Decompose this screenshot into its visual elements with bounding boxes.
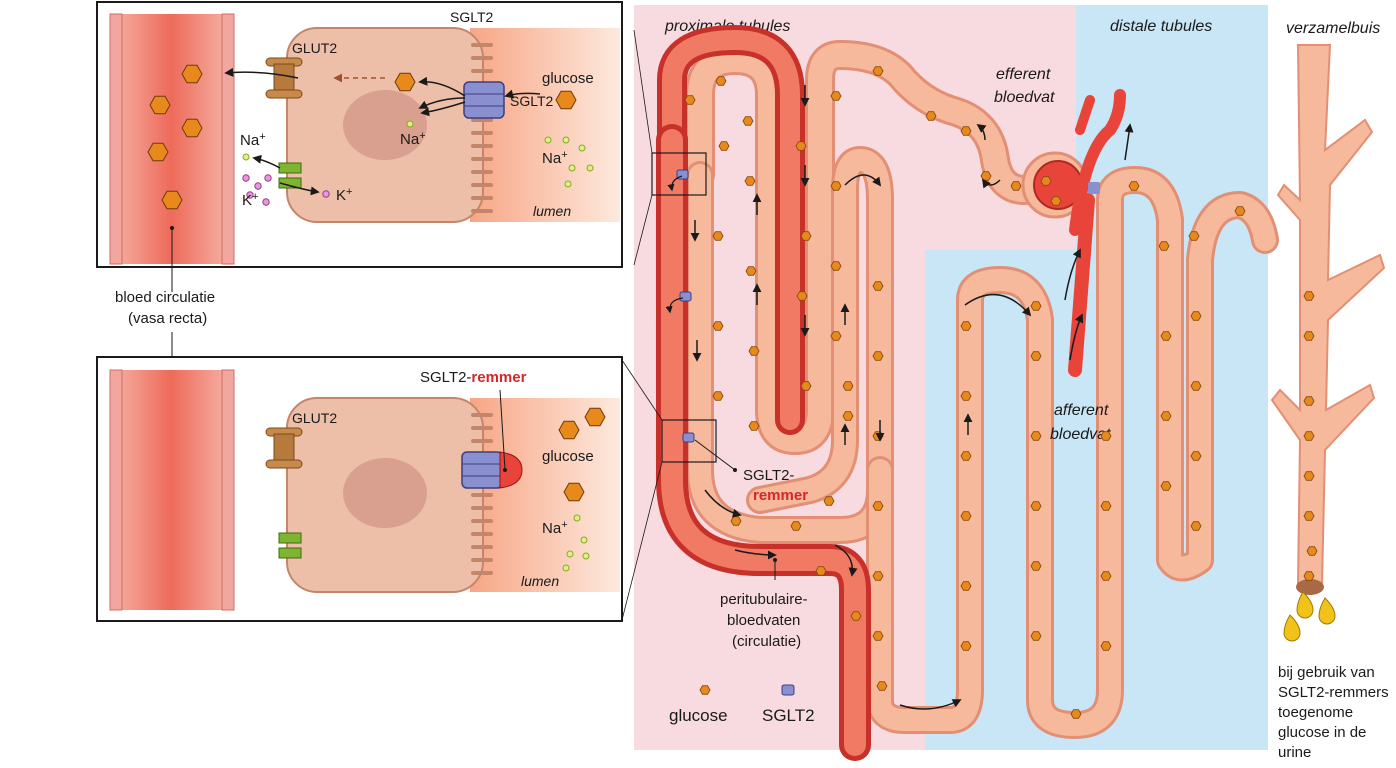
inset-top-lumen: lumen <box>533 203 571 219</box>
inset-bottom-lumen: lumen <box>521 573 559 589</box>
efferent-vessel <box>1069 89 1126 236</box>
urine-drop <box>1296 591 1314 619</box>
inset-bottom-glucose-label: glucose <box>542 448 594 465</box>
urine-note-line: toegenome <box>1278 704 1353 721</box>
microvilli <box>471 43 493 213</box>
urine-note-line: SGLT2-remmers <box>1278 684 1389 701</box>
afferent-label-2: bloedvat <box>1050 426 1111 443</box>
glut2-transporter <box>265 57 303 99</box>
inset-top-na-right: Na+ <box>542 149 568 167</box>
sglt2-transporter <box>461 451 503 489</box>
blood-vessel <box>110 370 232 610</box>
peritubular-label-3: (circulatie) <box>732 633 801 650</box>
urine-note-line: bij gebruik van <box>1278 664 1375 681</box>
sglt2-inhibitor-label-1: SGLT2- <box>743 467 794 484</box>
flow-arrows <box>690 85 1134 710</box>
cell-nucleus <box>343 90 427 160</box>
sglt2-transporter <box>463 81 505 119</box>
efferent-label-2: bloedvat <box>994 89 1055 106</box>
inset-bottom-sglt2-inhibitor: SGLT2-remmer <box>420 369 527 386</box>
inset-bottom-na: Na+ <box>542 519 568 537</box>
urine-drop <box>1283 614 1301 642</box>
inset-top: GLUT2 SGLT2 SGLT2 glucose <box>96 1 623 268</box>
sglt2-marker <box>679 291 692 302</box>
cell-nucleus <box>343 458 427 528</box>
urine-note: bij gebruik van SGLT2-remmers toegenome … <box>1278 664 1389 761</box>
collecting-title: verzamelbuis <box>1286 20 1380 37</box>
inset-bottom-glut2-label: GLUT2 <box>292 410 337 426</box>
efferent-label-1: efferent <box>996 66 1051 83</box>
zoom-box-top <box>651 152 707 196</box>
inset-top-glucose-label: glucose <box>542 70 594 87</box>
inset-top-sglt2-side: SGLT2 <box>510 93 554 109</box>
blood-circulation-label-2: (vasa recta) <box>128 310 207 327</box>
glomerulus <box>1021 89 1126 377</box>
legend: glucose SGLT2 <box>669 684 815 725</box>
urine-note-line: urine <box>1278 744 1311 761</box>
urine-note-line: glucose in de <box>1278 724 1366 741</box>
collecting-duct <box>1270 44 1386 642</box>
distal-title: distale tubules <box>1110 18 1212 35</box>
inset-top-k-left: K+ <box>242 191 258 209</box>
blood-vessel <box>110 14 232 264</box>
inset-top-na-left: Na+ <box>240 131 266 149</box>
inset-top-na-mid: Na+ <box>400 130 426 148</box>
legend-sglt2-label: SGLT2 <box>762 706 815 725</box>
sglt2-marker <box>682 432 695 443</box>
urine-drop <box>1318 597 1336 625</box>
inset-top-sglt2-title: SGLT2 <box>450 9 494 25</box>
sglt2-inhibitor-label-2: remmer <box>753 487 808 504</box>
afferent-label-1: afferent <box>1054 402 1109 419</box>
sglt2-inhibitor <box>499 451 523 489</box>
glut2-transporter <box>265 427 303 469</box>
legend-glucose-label: glucose <box>669 706 728 725</box>
peritubular-label-2: bloedvaten <box>727 612 800 629</box>
inset-top-glut2-label: GLUT2 <box>292 40 337 56</box>
blood-circulation-label-1: bloed circulatie <box>115 289 215 306</box>
inset-top-k-right: K+ <box>336 186 352 204</box>
peritubular-label-1: peritubulaire- <box>720 591 808 608</box>
zoom-box-bottom <box>661 419 717 463</box>
microvilli <box>471 413 493 575</box>
inset-bottom: GLUT2 SGLT2-remmer glucose Na+ lumen <box>96 356 623 622</box>
afferent-vessel <box>1068 193 1095 377</box>
na-k-pump <box>278 532 302 559</box>
